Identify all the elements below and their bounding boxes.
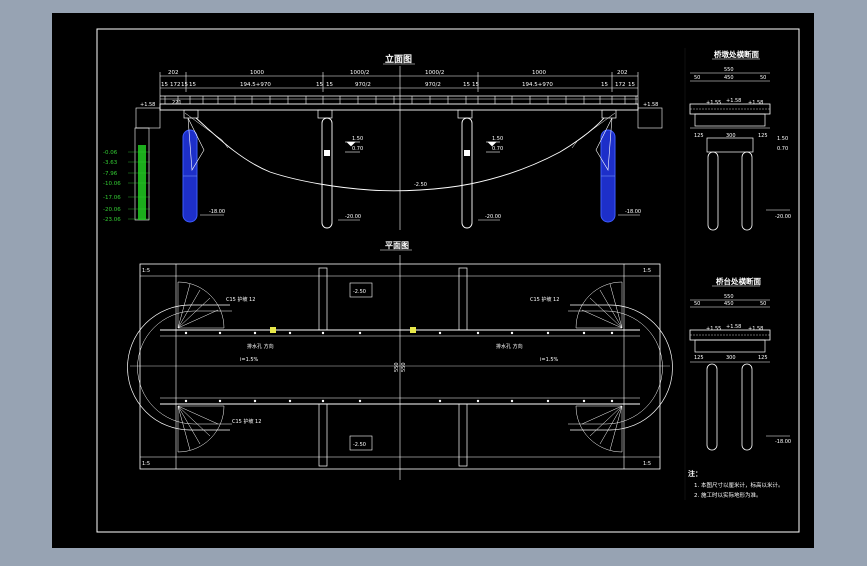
svg-text:450: 450 xyxy=(724,301,734,307)
svg-text:194.5+970: 194.5+970 xyxy=(240,82,271,88)
svg-text:+1.55: +1.55 xyxy=(706,100,721,106)
soil-layer-7: -23.06 xyxy=(103,217,121,223)
svg-text:+1.58: +1.58 xyxy=(748,100,763,106)
soil-column xyxy=(138,145,146,220)
inner-frame xyxy=(96,28,800,533)
elev-dim-2: 1000 xyxy=(250,70,264,76)
water-mark-2: 0.70 xyxy=(352,146,363,152)
svg-text:15: 15 xyxy=(316,82,323,88)
svg-text:15: 15 xyxy=(326,82,333,88)
plan-drain-1: 排水孔 方向 xyxy=(247,343,274,350)
svg-text:970/2: 970/2 xyxy=(355,82,371,88)
svg-text:15: 15 xyxy=(628,82,635,88)
section1-title: 桥墩处横断面 xyxy=(714,49,759,59)
svg-text:15: 15 xyxy=(472,82,479,88)
water-mark-1: 1.50 xyxy=(352,136,363,142)
plan-drain-2: 排水孔 方向 xyxy=(496,343,523,350)
section2-title: 桥台处横断面 xyxy=(716,276,761,286)
pile-tip-2: -20.00 xyxy=(345,214,361,220)
svg-text:15: 15 xyxy=(601,82,608,88)
riverbed-mark: -2.50 xyxy=(414,182,427,188)
s2-dim-top: 550 xyxy=(724,294,734,300)
pile-tip-1: -18.00 xyxy=(209,209,225,215)
plan-elev-1: -2.50 xyxy=(353,289,366,295)
corner-tag-2: 1:5 xyxy=(643,268,651,274)
svg-text:125: 125 xyxy=(758,355,768,361)
plan-title: 平面图 xyxy=(385,241,409,250)
pile-tip-3: -20.00 xyxy=(485,214,501,220)
svg-text:15: 15 xyxy=(181,82,188,88)
right-elev-mark: +1.58 xyxy=(643,102,658,108)
plan-ramp-2: C15 护坡 12 xyxy=(530,296,559,303)
plan-center-dim-2: 550 xyxy=(401,362,407,372)
svg-text:50: 50 xyxy=(760,301,766,307)
plan-slope-1: i=1.5% xyxy=(240,357,259,363)
water-mark-3: 1.50 xyxy=(492,136,503,142)
svg-text:300: 300 xyxy=(726,133,736,139)
soil-layer-1: -0.06 xyxy=(103,150,118,156)
notes-block: 注： 1. 本图尺寸以厘米计，标高以米计。 2. 施工时以实际地形为准。 xyxy=(688,469,784,499)
drawing-sheet xyxy=(52,13,814,548)
soil-layer-3: -7.96 xyxy=(103,171,118,177)
elev-dim-1: 202 xyxy=(168,70,179,76)
elevation-view: 立面图 202 1000 1000/2 1000/2 1000 202 15 1… xyxy=(103,53,663,230)
elev-dim-4: 1000/2 xyxy=(425,70,444,76)
corner-tag-3: 1:5 xyxy=(142,461,150,467)
svg-text:125: 125 xyxy=(694,133,704,139)
s2-pile-tip: -18.00 xyxy=(775,439,791,445)
svg-text:0.70: 0.70 xyxy=(777,146,788,152)
svg-text:450: 450 xyxy=(724,75,734,81)
corner-tag-4: 1:5 xyxy=(643,461,651,467)
svg-text:970/2: 970/2 xyxy=(425,82,441,88)
svg-text:125: 125 xyxy=(694,355,704,361)
svg-text:+1.58: +1.58 xyxy=(726,324,741,330)
plan-slope-2: i=1.5% xyxy=(540,357,559,363)
plan-center-dim-1: 550 xyxy=(394,362,400,372)
elevation-title: 立面图 xyxy=(385,53,412,65)
note-line-2: 2. 施工时以实际地形为准。 xyxy=(694,491,762,499)
svg-text:+1.58: +1.58 xyxy=(726,98,741,104)
svg-text:50: 50 xyxy=(760,75,766,81)
abutment-cross-section: 桥台处横断面 550 50 450 50 +1.55 +1.58 +1.58 1… xyxy=(689,276,791,451)
s1-pile-tip: -20.00 xyxy=(775,214,791,220)
svg-text:15: 15 xyxy=(161,82,168,88)
inner-pier-right xyxy=(461,117,473,229)
left-box-dim: 221 xyxy=(172,100,182,106)
svg-text:15: 15 xyxy=(189,82,196,88)
corner-tag-1: 1:5 xyxy=(142,268,150,274)
plan-ramp-1: C15 护坡 12 xyxy=(226,296,255,303)
notes-heading: 注： xyxy=(688,469,702,478)
pile-tip-4: -18.00 xyxy=(625,209,641,215)
left-elev-mark: +1.58 xyxy=(140,102,155,108)
svg-text:300: 300 xyxy=(726,355,736,361)
plan-ramp-3: C15 护坡 12 xyxy=(232,418,261,425)
s1-dim-top: 550 xyxy=(724,67,734,73)
svg-text:+1.58: +1.58 xyxy=(748,326,763,332)
elev-dim-5: 1000 xyxy=(532,70,546,76)
svg-text:+1.55: +1.55 xyxy=(706,326,721,332)
soil-layer-5: -17.06 xyxy=(103,195,121,201)
soil-layer-2: -3.63 xyxy=(103,160,118,166)
soil-layer-4: -10.06 xyxy=(103,181,121,187)
svg-text:125: 125 xyxy=(758,133,768,139)
svg-text:50: 50 xyxy=(694,301,700,307)
water-mark-4: 0.70 xyxy=(492,146,503,152)
elev-dim-3: 1000/2 xyxy=(350,70,369,76)
plan-view: 平面图 xyxy=(127,241,673,480)
soil-layer-6: -20.06 xyxy=(103,207,121,213)
svg-text:172: 172 xyxy=(615,82,626,88)
elev-dim-6: 202 xyxy=(617,70,628,76)
svg-text:194.5+970: 194.5+970 xyxy=(522,82,553,88)
note-line-1: 1. 本图尺寸以厘米计，标高以米计。 xyxy=(694,481,784,489)
svg-text:15: 15 xyxy=(463,82,470,88)
inner-pier-left xyxy=(321,117,333,229)
svg-text:172: 172 xyxy=(170,82,181,88)
plan-elev-2: -2.50 xyxy=(353,442,366,448)
ground-profile xyxy=(195,117,605,192)
pier-cross-section: 桥墩处横断面 550 50 450 50 +1.55 +1.58 +1.58 1… xyxy=(689,49,791,231)
svg-text:50: 50 xyxy=(694,75,700,81)
svg-text:1.50: 1.50 xyxy=(777,136,788,142)
